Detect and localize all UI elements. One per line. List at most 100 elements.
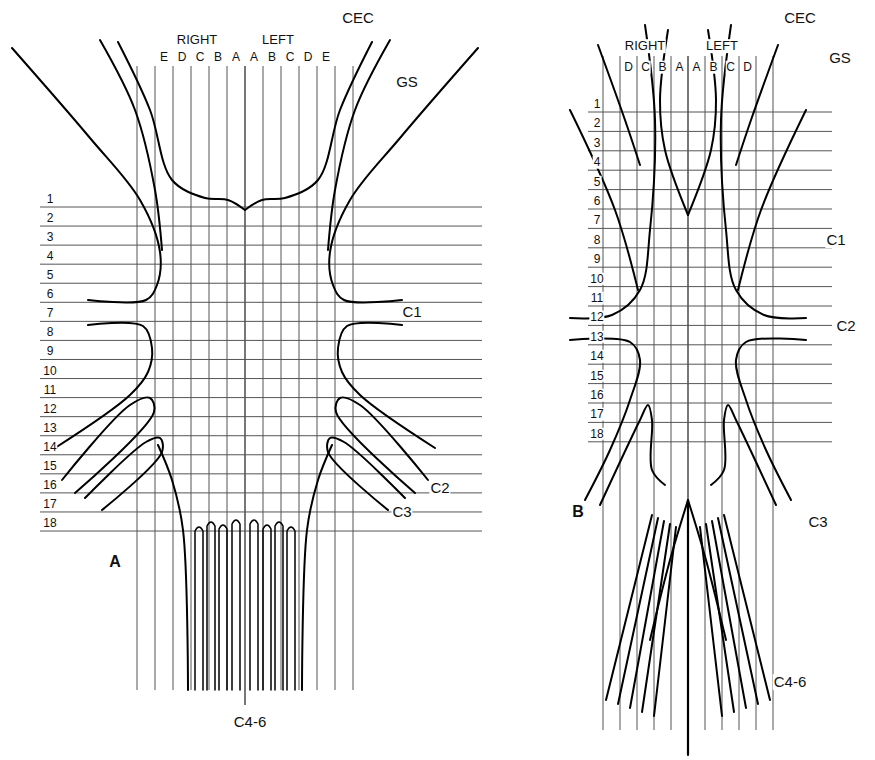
nerve-label: CEC [783,10,817,26]
nerve-label: C1 [825,232,846,248]
row-number: 12 [42,402,57,415]
grid [40,56,832,755]
fiber-line [606,515,652,700]
nerve-label: CEC [341,10,375,26]
row-number: 14 [589,350,604,363]
grid-row-line [588,306,832,307]
grid-column-line [773,56,774,730]
nerve-loop [85,437,163,510]
fiber-line [700,527,722,716]
grid-row-line [40,531,482,532]
panel-letter: A [108,554,122,571]
row-number: 6 [593,195,602,208]
column-letter: D [177,51,188,64]
connective-outline [328,40,390,250]
nerve-label: C3 [807,514,828,530]
row-number: 15 [589,369,604,382]
nerve-outline [570,338,640,500]
nerve-label: GS [395,74,419,90]
row-number: 4 [593,156,602,169]
row-number: 10 [42,364,57,377]
grid-row-line [40,359,482,360]
column-letter: B [267,51,277,64]
midline-fiber [687,500,689,755]
ganglion-outline [12,25,806,755]
grid-column-line [281,66,282,690]
nerve-label: C2 [429,480,450,496]
nerve-label: C1 [401,304,422,320]
nerve-loop [711,405,776,505]
row-number: 17 [589,408,604,421]
column-letter: A [249,51,259,64]
column-letter: B [708,61,718,74]
side-heading: LEFT [705,39,739,53]
grid-row-line [588,364,832,365]
grid-row-line [40,511,482,512]
grid-row-line [588,286,832,287]
row-number: 13 [589,331,604,344]
row-number: 13 [42,421,57,434]
row-number: 16 [42,479,57,492]
row-number: 12 [589,311,604,324]
grid-column-line [756,56,757,730]
fiber-loop [250,520,258,690]
fiber-line [654,527,676,716]
grid-row-line [588,422,832,423]
nerve-outline [598,45,640,165]
nerve-outline [738,110,806,290]
row-number: 7 [46,307,55,320]
connective-outline [688,30,716,215]
nerve-outline [736,45,778,165]
nerve-outline [736,338,806,500]
fiber-loop [195,527,203,690]
fiber-loop [232,520,240,690]
grid-row-line [40,226,482,227]
grid-column-line [191,66,192,690]
nerve-label: C4-6 [233,714,268,730]
ganglion-side-outline [721,25,806,318]
side-heading: LEFT [261,33,295,47]
ganglion-top-outline [245,42,372,210]
grid-column-line [173,66,174,690]
grid-column-line [620,56,621,730]
grid-row-line [40,245,482,246]
fiber-line [724,515,770,700]
ganglion-side-outline [570,25,655,318]
grid-column-line [317,66,318,690]
row-number: 15 [42,460,57,473]
fiber-line [618,518,658,704]
nerve-outline [12,48,161,303]
row-number: 11 [43,383,57,396]
grid-row-line [588,209,832,210]
grid-column-line [155,66,156,690]
row-number: 11 [590,292,604,305]
ganglion-side-outline [158,445,188,690]
fiber-loop [287,527,295,690]
fiber-line [650,500,688,640]
grid-row-line [40,264,482,265]
row-number: 1 [46,193,55,206]
row-number: 3 [46,231,55,244]
row-number: 1 [593,98,602,111]
nerve-outline [338,323,435,448]
side-heading: RIGHT [624,39,666,53]
grid-row-line [40,416,482,417]
column-letter: A [674,61,684,74]
nerve-label: C3 [391,504,412,520]
column-letter: C [640,61,651,74]
connective-outline [660,30,688,215]
grid-column-line [705,56,706,730]
row-number: 2 [593,117,602,130]
row-number: 17 [42,498,57,511]
column-letter: D [742,61,753,74]
column-letter: B [213,51,223,64]
column-letter: C [195,51,206,64]
grid-row-line [40,207,482,208]
row-number: 2 [46,212,55,225]
row-number: 5 [46,269,55,282]
grid-row-line [40,321,482,322]
grid-row-line [588,344,832,345]
column-letter: E [159,51,169,64]
nerve-loop [327,437,405,510]
